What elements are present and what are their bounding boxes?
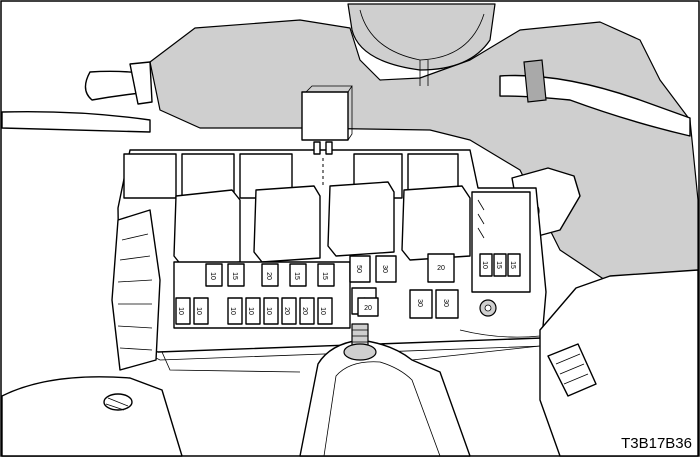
figure-code: T3B17B36: [621, 435, 692, 452]
fuse: [263, 297, 279, 325]
large-relay: [253, 185, 321, 263]
fuse: [299, 297, 315, 325]
fuse-label: 30: [381, 265, 388, 273]
fuse-label: 10: [177, 307, 184, 315]
fuse-label: 10: [265, 307, 272, 315]
large-relay: [327, 181, 395, 257]
fuse: [261, 263, 279, 287]
fuse-label: 20: [265, 272, 272, 280]
fuse: [507, 253, 521, 277]
fuse: [317, 263, 335, 287]
fuse-label: 15: [293, 272, 300, 280]
fuse-label: 15: [509, 261, 516, 269]
maxi-fuse: [349, 255, 371, 283]
large-relay: [173, 189, 241, 267]
maxi-fuse: [357, 297, 379, 317]
maxi-fuse: [375, 255, 397, 283]
fuse-label: 20: [364, 305, 372, 312]
large-relays: [173, 181, 471, 267]
fuse: [205, 263, 223, 287]
maxi-fuse: [409, 289, 433, 319]
fuse: [281, 297, 297, 325]
fuse-label: 15: [231, 272, 238, 280]
fuse: [317, 297, 333, 325]
fuse: [479, 253, 493, 277]
connector-bottom-right: [547, 343, 597, 397]
fuse-label: 10: [481, 261, 488, 269]
fuse-label: 20: [301, 307, 308, 315]
fuse-label: 10: [319, 307, 326, 315]
small-relay: [181, 153, 235, 199]
fuse: [175, 297, 191, 325]
removed-relay: [301, 85, 353, 186]
fuse: [245, 297, 261, 325]
fuse-label: 50: [355, 265, 362, 273]
fuse-label: 10: [195, 307, 202, 315]
fuse-label: 15: [321, 272, 328, 280]
fuse: [193, 297, 209, 325]
fuse-row-upper: 10 15 20 15 15: [205, 263, 335, 287]
fuse-label: 30: [416, 299, 423, 307]
fuse-label: 10: [247, 307, 254, 315]
fuse: [227, 297, 243, 325]
large-relay: [401, 185, 471, 261]
small-relay: [123, 153, 177, 199]
fuse-label: 20: [283, 307, 290, 315]
maxi-fuse: [427, 253, 455, 283]
housing-bottom-right: [539, 269, 699, 457]
fuse-cluster-right: 10 15 15: [471, 191, 531, 293]
fuse-row-lower: 10 10 10 10 10 20 20 10: [175, 297, 333, 325]
fuse-label: 15: [495, 261, 502, 269]
cable-left-lower: [1, 110, 151, 133]
fuse-panel-right: [471, 191, 531, 293]
fuse-label: 30: [442, 299, 449, 307]
fuse-label: 10: [209, 272, 216, 280]
fuse-label: 20: [437, 265, 445, 272]
maxi-fuse: [435, 289, 459, 319]
fuse: [493, 253, 507, 277]
cover-bottom-left: [1, 376, 183, 457]
fuse-label: 10: [229, 307, 236, 315]
fuse: [227, 263, 245, 287]
cable-bundle-left: [111, 209, 161, 371]
fuse-cluster-center: 50 30 30 20 20 30 30: [349, 253, 459, 319]
fuse: [289, 263, 307, 287]
